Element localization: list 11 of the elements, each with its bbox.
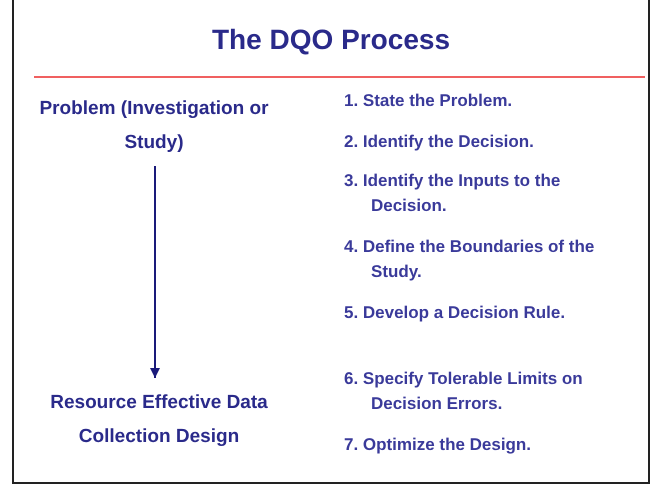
step-text: 1. State the Problem.	[344, 90, 514, 112]
node-text: Resource Effective Data Collection Design	[14, 386, 304, 454]
step-text: 2. Identify the Decision.	[344, 131, 535, 153]
arrow	[150, 166, 160, 378]
step-text: 3. Identify the Inputs to the Decision.	[344, 170, 562, 217]
step-text: 4. Define the Boundaries of the Study.	[344, 236, 596, 283]
step-text: 7. Optimize the Design.	[344, 434, 532, 456]
title: The DQO Process	[210, 24, 452, 56]
node-text: Problem (Investigation or Study)	[34, 92, 274, 160]
step-text: 5. Develop a Decision Rule.	[344, 302, 566, 324]
step-text: 6. Specify Tolerable Limits on Decision Errors.	[344, 368, 584, 415]
